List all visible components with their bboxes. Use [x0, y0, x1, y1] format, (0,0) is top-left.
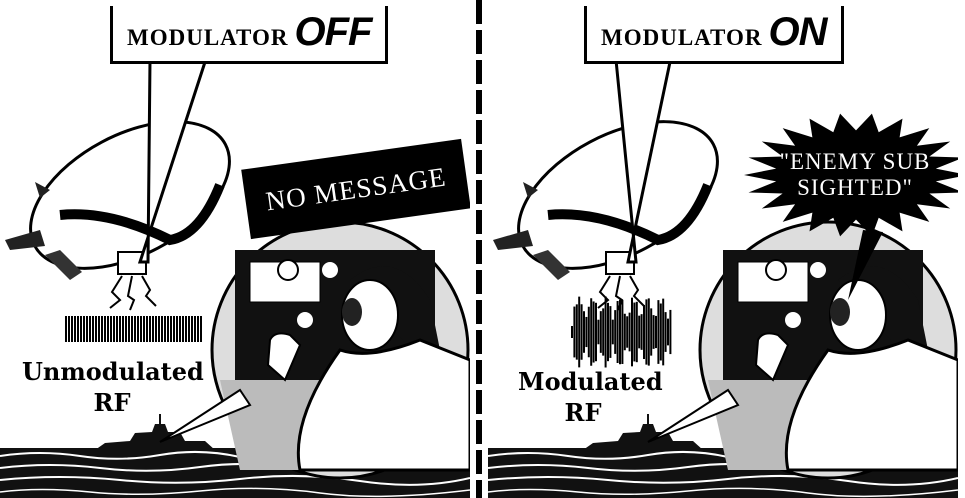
panel-divider — [470, 0, 488, 498]
modulated-label-line2: RF — [518, 397, 648, 428]
caption-state-on: ON — [769, 10, 827, 54]
left-illustration — [0, 0, 470, 498]
radio-operator-vignette — [212, 222, 470, 478]
radio-operator-vignette — [700, 222, 958, 478]
unmodulated-rf-label: Unmodulated RF — [22, 356, 202, 418]
modulated-rf-label: Modulated RF — [518, 366, 648, 428]
modulated-label-line1: Modulated — [518, 366, 648, 397]
speech-line2: SIGHTED" — [760, 175, 950, 201]
unmodulated-label-line2: RF — [22, 387, 202, 418]
blimp — [493, 91, 742, 298]
caption-word: MODULATOR — [127, 25, 289, 50]
blimp — [5, 91, 254, 298]
caption-word: MODULATOR — [601, 25, 763, 50]
modulated-rf-waveform — [572, 296, 670, 367]
unmodulated-rf-waveform — [66, 316, 201, 342]
unmodulated-label-line1: Unmodulated — [22, 356, 202, 387]
enemy-sub-speech-text: "ENEMY SUB SIGHTED" — [760, 149, 950, 201]
caption-state-off: OFF — [295, 10, 372, 54]
signal-arrows — [110, 276, 156, 310]
speech-line1: "ENEMY SUB — [760, 149, 950, 175]
